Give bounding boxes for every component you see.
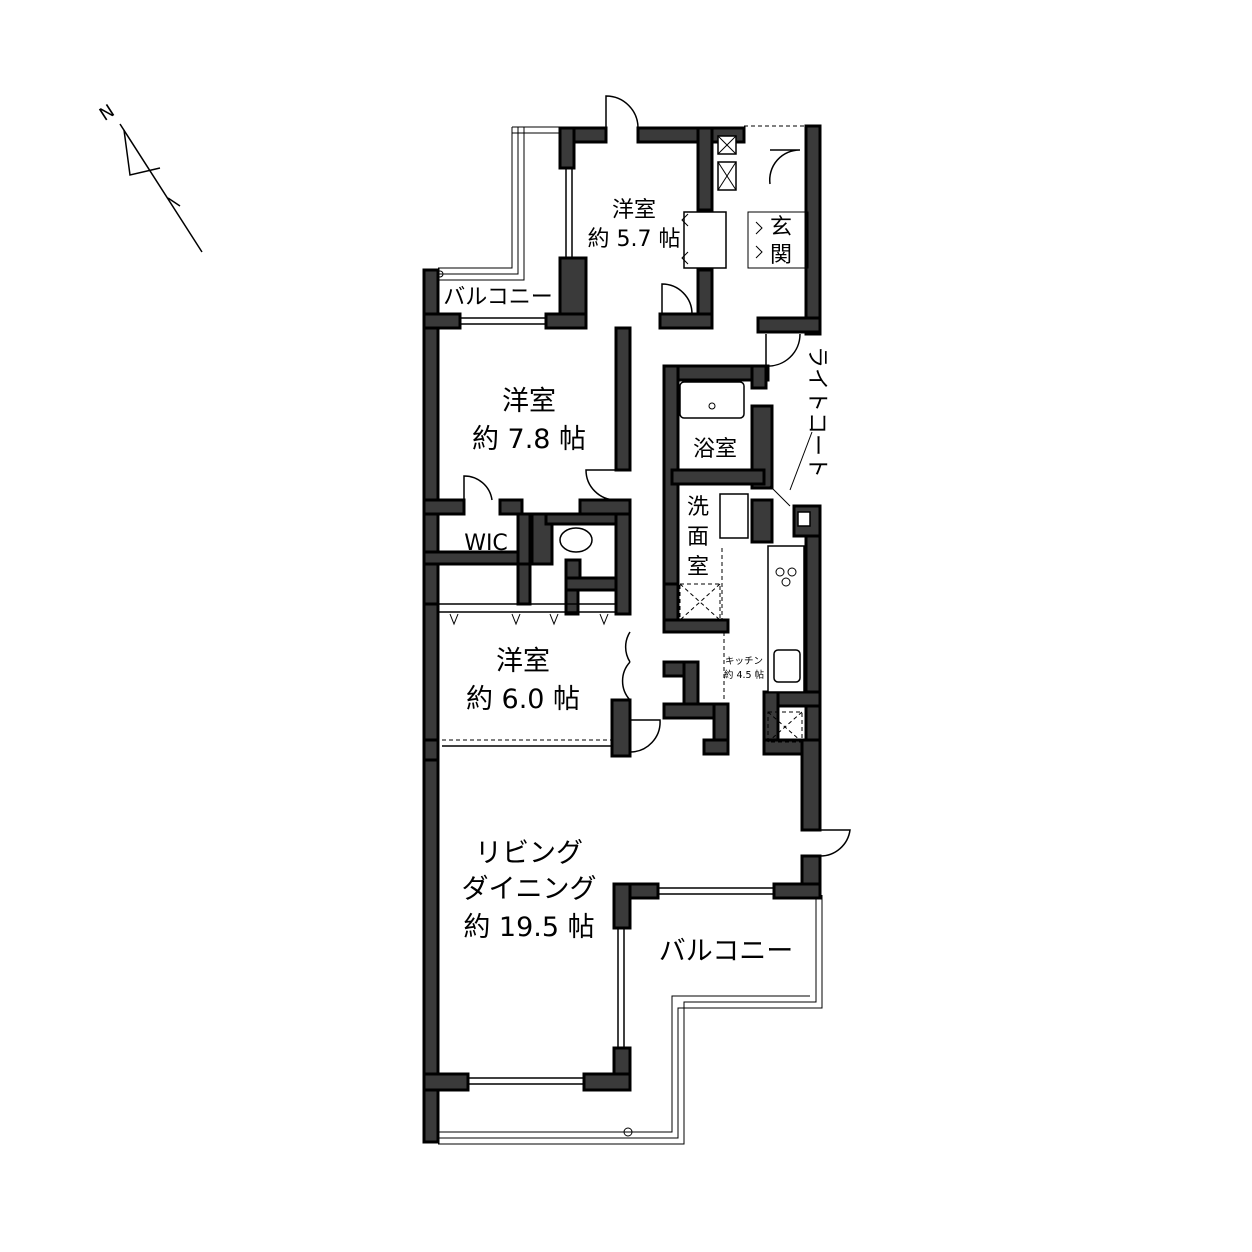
living-label-line2: ダイニング	[462, 874, 597, 905]
washroom-label-line2: 面	[687, 525, 709, 550]
north-balcony-label: バルコニー	[443, 285, 553, 310]
kitchen-label: キッチン	[725, 656, 763, 667]
kitchen-size: 約 4.5 帖	[724, 669, 765, 681]
washroom-label-line3: 室	[687, 555, 709, 580]
sink-icon	[773, 649, 801, 683]
north-compass-icon: N	[96, 101, 203, 253]
bathtub-icon	[679, 381, 745, 419]
washer-pan-icon	[679, 583, 721, 621]
western-room-1-name: 洋室	[612, 198, 656, 223]
exterior-walls	[422, 124, 822, 1144]
western-room-3-size: 約 6.0 帖	[466, 684, 580, 715]
doors	[463, 95, 851, 857]
toilet-icon	[559, 527, 593, 553]
compass-north-label: N	[96, 101, 119, 126]
shoe-cabinet-icon	[683, 211, 727, 269]
room-labels: 洋室 約 5.7 帖 玄 関 バルコニー 洋室 約 7.8 帖 ライトコート 浴…	[443, 198, 829, 967]
fixtures	[449, 135, 813, 743]
north-balcony-railing	[436, 126, 565, 281]
washroom-label-line1: 洗	[687, 495, 709, 520]
light-court-label: ライトコート	[804, 346, 829, 478]
bath-label: 浴室	[693, 437, 737, 462]
stove-burner-icon	[775, 567, 785, 577]
washbasin-icon	[719, 493, 749, 539]
wic-label: WIC	[464, 531, 508, 556]
entrance-label-line2: 関	[770, 243, 792, 268]
south-balcony-railing	[438, 895, 823, 1145]
western-room-2-name: 洋室	[502, 386, 556, 417]
western-room-1-size: 約 5.7 帖	[588, 227, 681, 252]
western-room-3-name: 洋室	[496, 646, 550, 677]
windows	[438, 168, 774, 1085]
western-room-2-size: 約 7.8 帖	[472, 424, 586, 455]
south-balcony-label: バルコニー	[659, 936, 793, 967]
living-label-line1: リビング	[475, 838, 583, 869]
fridge-space-icon	[767, 711, 803, 743]
entrance-label-line1: 玄	[770, 215, 792, 240]
living-size: 約 19.5 帖	[463, 912, 594, 943]
